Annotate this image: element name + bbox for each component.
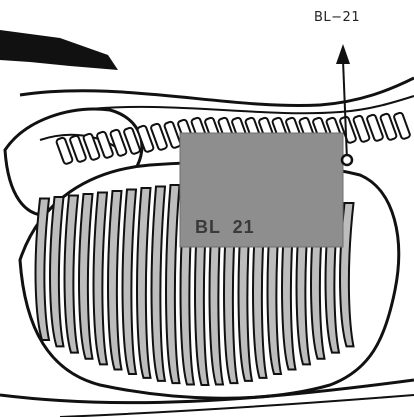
acupoint-marker <box>342 155 352 165</box>
back-contour <box>20 78 414 106</box>
shoulder-silhouette <box>0 30 118 70</box>
region-label: BL 21 <box>195 217 255 238</box>
pointer-arrow-head <box>336 44 350 64</box>
pointer-arrow-line <box>343 60 347 160</box>
point-label: BL−21 <box>314 10 360 25</box>
